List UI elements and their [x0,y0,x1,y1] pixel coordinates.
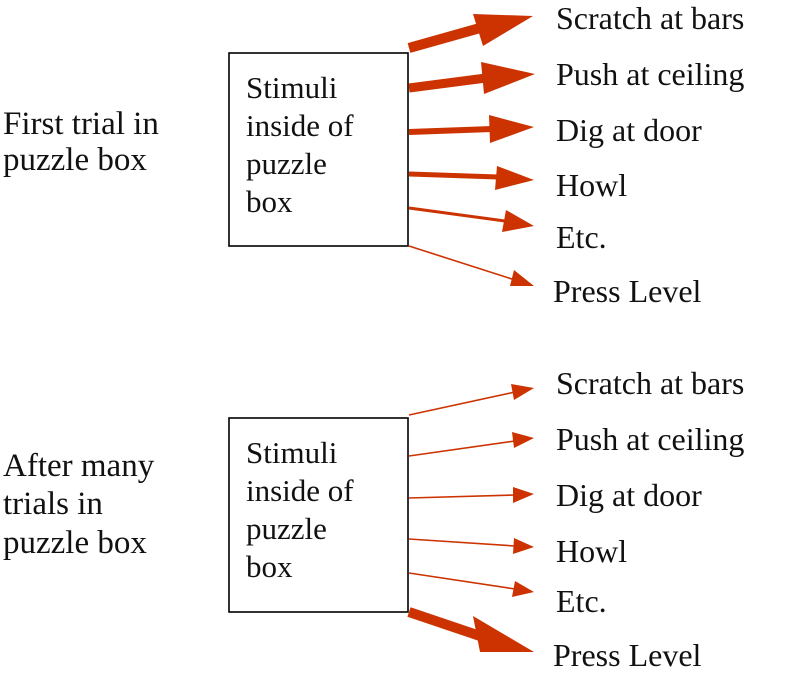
arrow-head [511,384,534,400]
response-label: Etc. [556,583,607,619]
response-label: Dig at door [556,477,702,513]
response-arrows [407,14,535,286]
response-arrow-dig [408,487,534,503]
response-label: Push at ceiling [556,56,744,92]
response-label: Howl [556,533,627,569]
response-label: Press Level [553,273,702,309]
box-label-line: inside of [246,108,354,143]
response-arrow-etc [408,206,534,232]
panel-side-label: First trial in puzzle box [3,106,167,178]
box-label-line: puzzle [246,146,327,181]
arrow-shaft [408,494,516,499]
arrow-shaft [408,171,499,180]
panel-side-label: After many trials in puzzle box [3,448,162,561]
response-label: Scratch at bars [556,365,744,401]
arrow-head [473,14,533,46]
response-labels: Scratch at bars Push at ceiling Dig at d… [553,365,744,673]
side-label-line: puzzle box [3,142,147,178]
stimuli-box [228,52,409,247]
response-label: Dig at door [556,112,702,148]
response-label: Howl [556,167,627,203]
response-label: Press Level [553,637,702,673]
box-label-line: Stimuli [246,435,338,470]
response-arrow-press [408,245,534,286]
panel-after-many-trials: After many trials in puzzle box Stimuli … [3,365,744,673]
box-label-line: puzzle [246,511,327,546]
stimuli-box-label: Stimuli inside of puzzle box [246,435,361,584]
stimuli-box-label: Stimuli inside of puzzle box [246,70,361,219]
arrow-shaft [408,572,516,590]
response-arrow-dig [408,115,534,143]
box-label-line: box [246,549,293,584]
arrow-head [481,62,535,94]
response-label: Push at ceiling [556,421,744,457]
box-label-line: inside of [246,473,354,508]
arrow-shaft [408,245,516,281]
response-label: Etc. [556,219,607,255]
arrow-shaft [407,607,482,641]
response-arrow-scratch [407,14,533,53]
arrow-head [489,115,534,143]
panel-first-trial: First trial in puzzle box Stimuli inside… [3,0,744,309]
arrow-head [512,432,534,448]
arrow-head [513,538,534,554]
arrow-shaft [407,23,482,53]
response-arrow-push [408,432,534,457]
arrow-head [512,581,534,597]
response-labels: Scratch at bars Push at ceiling Dig at d… [553,0,744,309]
arrow-head [495,166,534,190]
response-label: Scratch at bars [556,0,744,36]
arrow-shaft [408,538,516,547]
response-arrow-etc [408,572,534,597]
arrow-shaft [408,73,487,93]
arrow-shaft [408,206,506,223]
response-arrow-howl [408,538,534,554]
arrow-head [510,270,534,286]
side-label-line: trials in [3,486,103,522]
response-arrow-howl [408,166,534,190]
response-arrow-push [408,62,535,94]
arrow-head [502,210,534,232]
side-label-line: puzzle box [3,525,147,561]
response-arrow-press [407,607,534,652]
response-arrow-scratch [408,384,534,416]
side-label-line: After many [3,448,155,484]
side-label-line: First trial in [3,106,159,142]
arrow-shaft [408,391,516,416]
arrow-head [473,616,534,652]
stimuli-box [228,417,409,613]
response-arrows [407,384,534,652]
box-label-line: box [246,184,293,219]
arrow-head [513,487,534,503]
arrow-shaft [408,126,493,135]
arrow-shaft [408,440,516,457]
box-label-line: Stimuli [246,70,338,105]
